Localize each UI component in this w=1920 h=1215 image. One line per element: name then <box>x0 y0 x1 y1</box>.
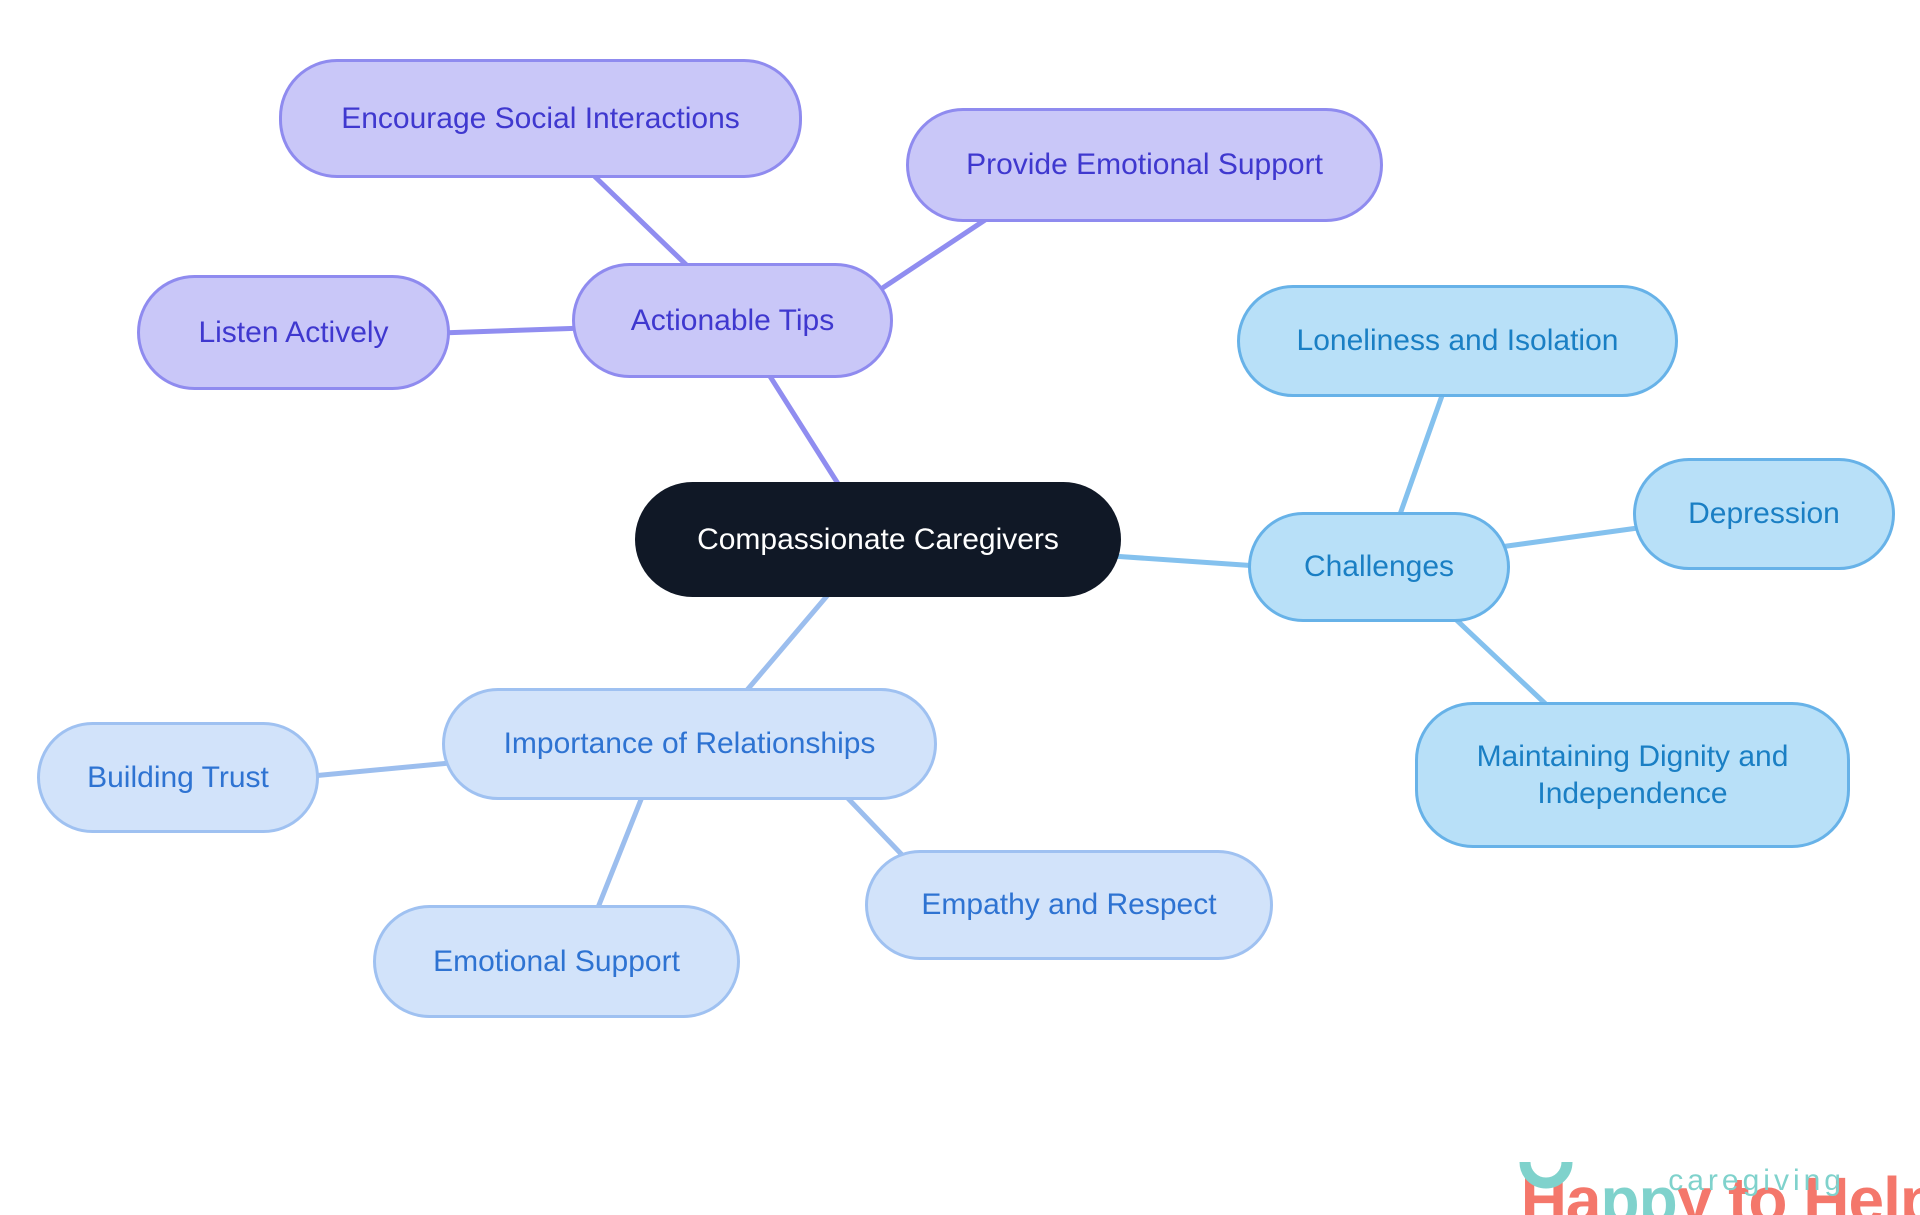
node-listen-actively[interactable]: Listen Actively <box>137 275 450 390</box>
logo-subtitle: caregiving <box>1668 1164 1845 1197</box>
logo-title-segment: y <box>1676 1164 1713 1215</box>
brand-logo: Happy to Help caregiving <box>1420 1104 1920 1215</box>
node-importance-of-relationships[interactable]: Importance of Relationships <box>442 688 937 800</box>
node-depression[interactable]: Depression <box>1633 458 1895 570</box>
smile-icon <box>1519 1161 1573 1189</box>
node-loneliness-and-isolation[interactable]: Loneliness and Isolation <box>1237 285 1678 397</box>
node-emotional-support[interactable]: Emotional Support <box>373 905 740 1018</box>
node-compassionate-caregivers[interactable]: Compassionate Caregivers <box>635 482 1121 597</box>
edge-actionable-tips-listen-actively <box>437 325 588 336</box>
edge-challenges-maintaining-dignity <box>1445 609 1555 713</box>
edge-relationships-emotional-support <box>594 789 647 913</box>
node-maintaining-dignity-and-independence[interactable]: Maintaining Dignity and Independence <box>1415 702 1850 848</box>
edge-center-actionable-tips <box>763 367 845 493</box>
node-building-trust[interactable]: Building Trust <box>37 722 319 833</box>
logo-title: Happy to Help <box>1420 1104 1920 1215</box>
edge-relationships-building-trust <box>309 760 453 779</box>
node-actionable-tips[interactable]: Actionable Tips <box>572 263 893 378</box>
node-empathy-and-respect[interactable]: Empathy and Respect <box>865 850 1273 960</box>
node-challenges[interactable]: Challenges <box>1248 512 1510 622</box>
edge-relationships-empathy-and-respect <box>837 787 908 861</box>
edge-center-challenges <box>1109 553 1261 569</box>
edge-challenges-depression <box>1497 524 1648 550</box>
edge-center-importance-of-relationships <box>739 587 835 699</box>
logo-title-segment: to Help <box>1711 1164 1920 1215</box>
node-provide-emotional-support[interactable]: Provide Emotional Support <box>906 108 1383 222</box>
edge-actionable-tips-provide-emotional-support <box>869 215 991 298</box>
logo-title-segment: pp <box>1600 1164 1678 1215</box>
node-encourage-social-interactions[interactable]: Encourage Social Interactions <box>279 59 802 178</box>
edge-actionable-tips-encourage-social-interactions <box>585 167 705 283</box>
edge-challenges-loneliness-and-isolation <box>1395 387 1447 523</box>
